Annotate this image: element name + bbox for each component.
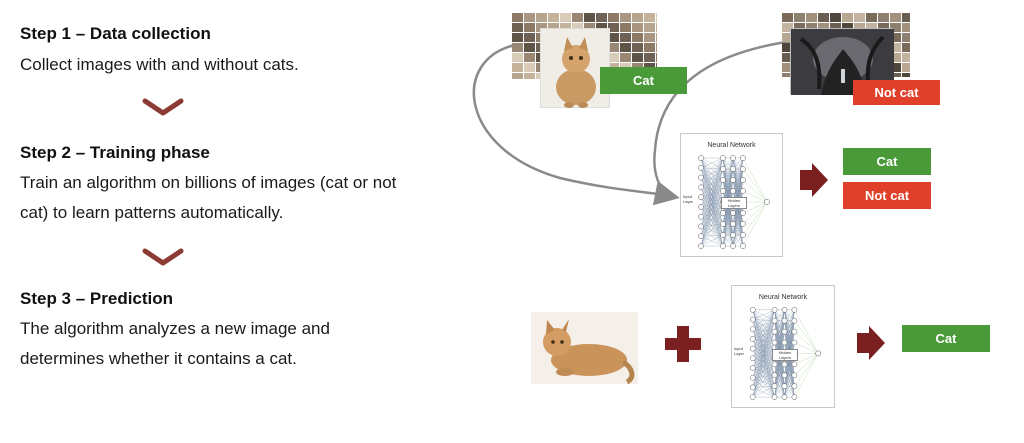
step-2-text: Train an algorithm on billions of images… bbox=[20, 168, 480, 228]
step-2-line-1: Train an algorithm on billions of images… bbox=[20, 173, 397, 192]
not-cat-label: Not cat bbox=[853, 80, 940, 105]
step-3-line-2: determines whether it contains a cat. bbox=[20, 349, 297, 368]
step-3-text: The algorithm analyzes a new image and d… bbox=[20, 314, 480, 374]
prediction-cat-label: Cat bbox=[902, 325, 990, 352]
output-not-cat-label: Not cat bbox=[843, 182, 931, 209]
chevron-down-icon bbox=[142, 98, 184, 116]
arrow-right-icon bbox=[800, 163, 828, 197]
neural-network-title: Neural Network bbox=[758, 294, 808, 301]
input-layer-label: Input Layer bbox=[683, 194, 694, 204]
step-1-text: Collect images with and without cats. bbox=[20, 50, 480, 80]
cat-photo bbox=[540, 28, 610, 108]
plus-icon bbox=[665, 326, 701, 362]
step-3-line-1: The algorithm analyzes a new image and bbox=[20, 319, 330, 338]
arrow-right-icon bbox=[857, 326, 885, 360]
new-cat-photo bbox=[531, 312, 638, 385]
step-2-line-2: cat) to learn patterns automatically. bbox=[20, 203, 284, 222]
step-1-line-1: Collect images with and without cats. bbox=[20, 55, 299, 74]
neural-network-title: Neural Network bbox=[707, 142, 756, 149]
input-layer-label: Input Layer bbox=[734, 346, 745, 356]
step-1-title: Step 1 – Data collection bbox=[20, 24, 211, 43]
neural-network-graphic bbox=[698, 155, 770, 249]
neural-network-diagram-training: Neural Network Hidden Layers Input Layer bbox=[680, 133, 783, 257]
step-3-title: Step 3 – Prediction bbox=[20, 289, 174, 308]
output-cat-label: Cat bbox=[843, 148, 931, 175]
hidden-layers-label: Hidden Layers bbox=[772, 349, 798, 361]
chevron-down-icon bbox=[142, 248, 184, 266]
neural-network-diagram-prediction: Neural Network Hidden Layers Input Layer bbox=[731, 285, 835, 408]
curve-cat-to-network bbox=[472, 43, 680, 206]
curve-notcat-to-network bbox=[653, 38, 801, 197]
step-2-title: Step 2 – Training phase bbox=[20, 143, 210, 162]
hidden-layers-label: Hidden Layers bbox=[721, 197, 747, 209]
cat-label: Cat bbox=[600, 67, 687, 94]
